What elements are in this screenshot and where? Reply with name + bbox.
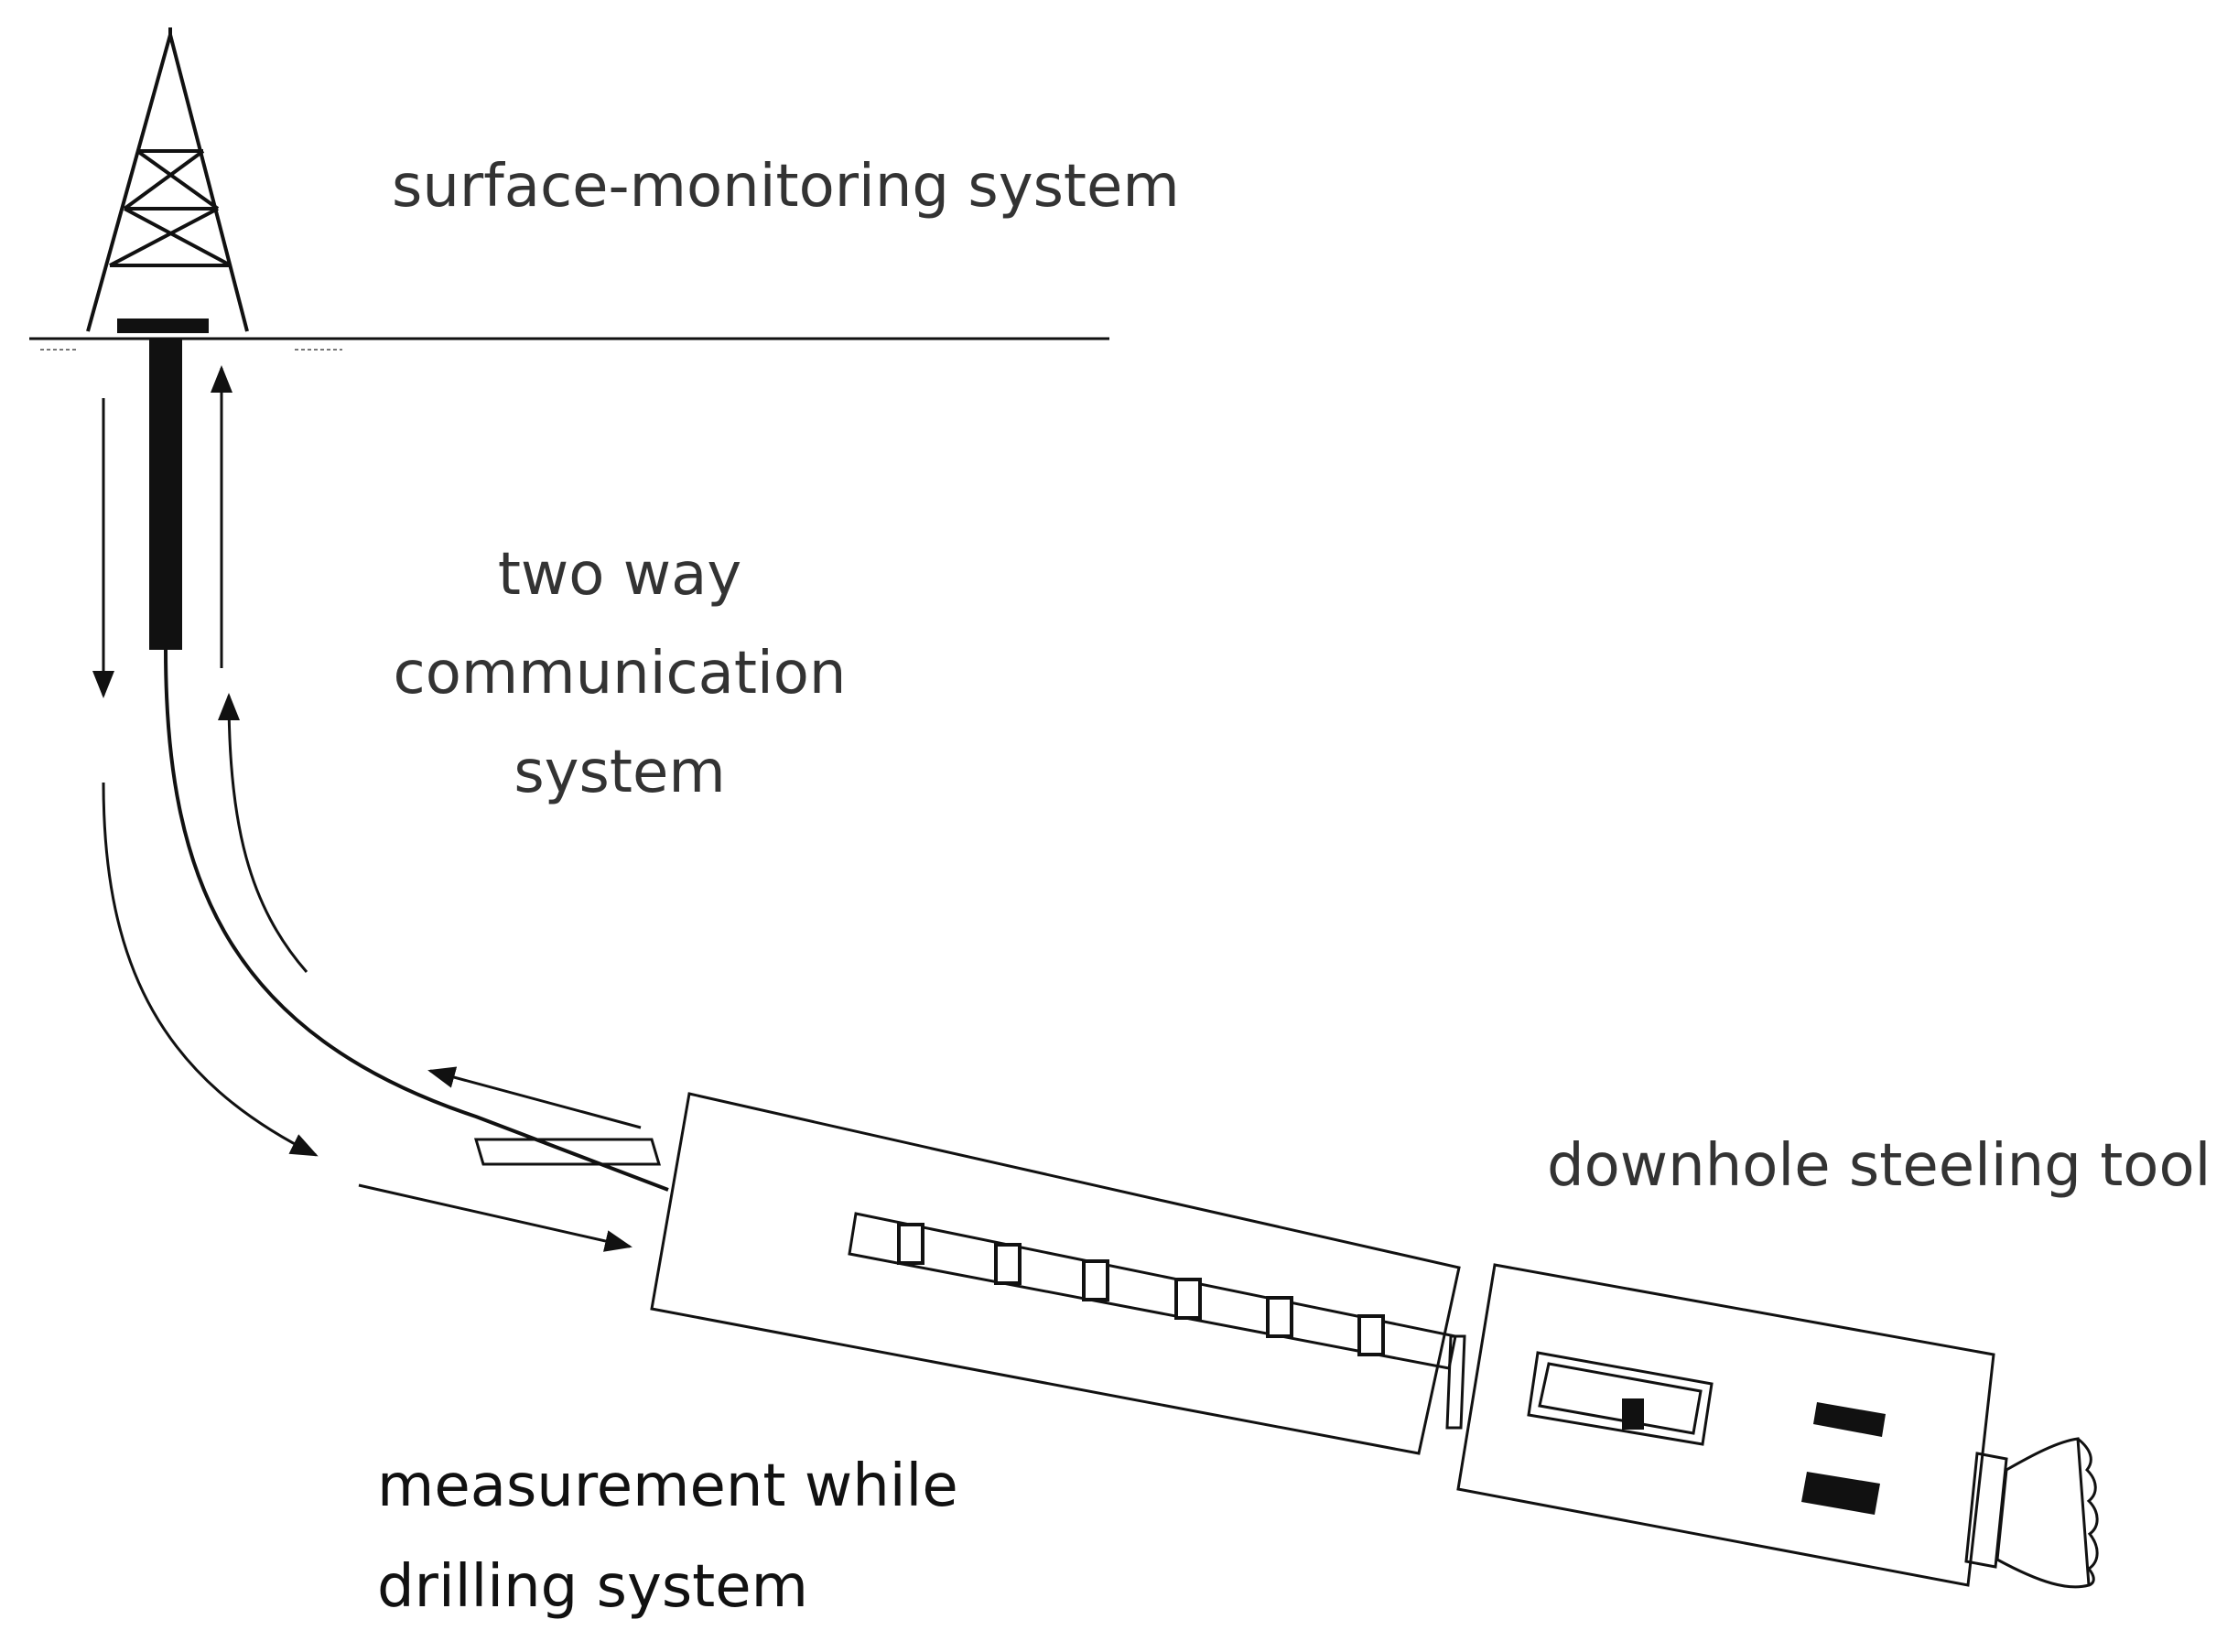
mwd-label-line2: drilling system <box>377 1553 808 1621</box>
bit-sub <box>1964 1452 2008 1569</box>
mwd-tool <box>473 1092 1461 1455</box>
mwd-housing <box>650 1092 1461 1455</box>
steering-window-inner <box>1538 1362 1703 1435</box>
derrick-icon <box>86 27 249 333</box>
steering-actuator <box>1622 1398 1644 1430</box>
two-way-communication-label-line2: communication <box>393 640 847 707</box>
steering-pad-lower <box>1801 1472 1880 1515</box>
ground-surface <box>29 337 1109 351</box>
wellbore-path <box>164 649 669 1192</box>
mwd-connector <box>473 1138 662 1166</box>
surface-monitoring-label: surface-monitoring system <box>392 153 1180 221</box>
downhole-steering-tool-label: downhole steeling tool <box>1547 1132 2211 1200</box>
two-way-communication-label-line3: system <box>514 739 726 806</box>
well-casing <box>149 339 182 650</box>
steering-housing <box>1456 1263 1995 1587</box>
downhole-steering-tool <box>1456 1263 2008 1587</box>
steering-window-outer <box>1527 1351 1714 1446</box>
mwd-sensor-coils <box>897 1223 1385 1356</box>
downlink-arrows <box>92 398 632 1252</box>
uplink-arrows <box>211 365 642 1129</box>
mwd-label-line1: measurement while <box>377 1452 958 1520</box>
steering-pad-upper <box>1813 1402 1886 1437</box>
drill-bit-icon <box>1995 1437 2099 1589</box>
tool-joint <box>1445 1334 1466 1430</box>
two-way-communication-label-line1: two way <box>497 541 742 609</box>
